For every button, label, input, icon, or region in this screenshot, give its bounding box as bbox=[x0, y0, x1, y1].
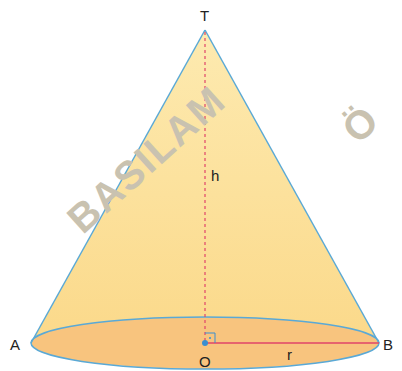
radius-line bbox=[205, 342, 379, 344]
slant-edge bbox=[205, 30, 379, 343]
height-label: h bbox=[211, 168, 219, 183]
watermark: Ö bbox=[335, 98, 386, 150]
point-label: A bbox=[10, 337, 20, 352]
center-point bbox=[202, 340, 208, 346]
radius-label: r bbox=[287, 347, 292, 362]
cone-base bbox=[31, 317, 379, 369]
right-angle-dot bbox=[209, 337, 211, 339]
point-label: O bbox=[199, 354, 211, 369]
apex-label: T bbox=[200, 8, 209, 23]
cone-surface bbox=[31, 30, 379, 343]
point-label: B bbox=[383, 337, 393, 352]
